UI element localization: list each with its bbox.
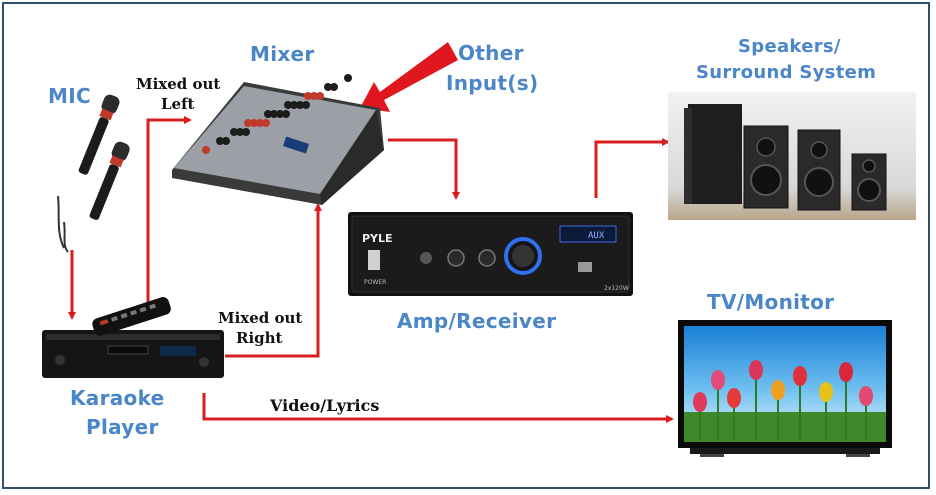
mic-label: MIC	[48, 84, 91, 108]
other-inputs-label-line1: Other	[458, 41, 524, 65]
mixer-knob	[256, 119, 264, 127]
mixer-knob	[316, 92, 324, 100]
mixed-out-right-label-line2: Right	[236, 329, 283, 347]
mixer-knob	[290, 101, 298, 109]
other-inputs-label-line2: Input(s)	[446, 71, 539, 95]
mixer-knob	[344, 74, 352, 82]
mixer-knob	[244, 119, 252, 127]
mixer-knob	[270, 110, 278, 118]
tv-monitor-device	[678, 320, 892, 457]
remote-control-icon	[92, 297, 171, 336]
mixed-out-left-label-line2: Left	[161, 95, 195, 113]
amplifier-device	[348, 212, 633, 296]
amp-power-label: POWER	[364, 279, 386, 286]
arrow-mixed-out-right	[225, 203, 322, 358]
flower-head	[859, 386, 873, 406]
arrow-video-lyrics	[202, 393, 674, 423]
mixer-knob	[230, 128, 238, 136]
flower-head	[839, 362, 853, 382]
mixer-knob	[242, 128, 250, 136]
mixer-knob	[276, 110, 284, 118]
mixer-knob	[250, 119, 258, 127]
mixer-knob	[264, 110, 272, 118]
mixer-knob	[304, 92, 312, 100]
speakers-label-line2: Surround System	[696, 62, 877, 83]
mixer-knob	[324, 83, 332, 91]
mixer-knob	[296, 101, 304, 109]
amp-display-text: AUX	[588, 231, 605, 241]
arrow-other-inputs	[360, 42, 458, 112]
amp-receiver-label: Amp/Receiver	[397, 309, 557, 333]
karaoke-label-line1: Karaoke	[70, 386, 165, 410]
flower-head	[749, 360, 763, 380]
diagram-frame	[2, 2, 930, 489]
mixer-knob	[236, 128, 244, 136]
mixer-knob	[262, 119, 270, 127]
mixer-device	[172, 82, 384, 205]
mixed-out-right-label-line1: Mixed out	[218, 309, 303, 327]
tv-flowers	[693, 360, 873, 440]
video-lyrics-label: Video/Lyrics	[270, 396, 380, 415]
mixed-out-left-label-line1: Mixed out	[136, 75, 221, 93]
mixer-knob	[202, 146, 210, 154]
flower-head	[727, 388, 741, 408]
mixer-knob	[302, 101, 310, 109]
speakers-label-line1: Speakers/	[738, 36, 841, 57]
mixer-knob	[330, 83, 338, 91]
karaoke-label-line2: Player	[86, 415, 159, 439]
speakers-photo	[668, 92, 916, 220]
flower-head	[711, 370, 725, 390]
mixer-knobs	[202, 74, 352, 154]
flower-head	[693, 392, 707, 412]
flower-head	[771, 380, 785, 400]
karaoke-player-device	[42, 330, 224, 378]
mixer-knob	[284, 101, 292, 109]
mixer-knob	[216, 137, 224, 145]
tv-monitor-label: TV/Monitor	[707, 290, 835, 314]
flower-head	[819, 382, 833, 402]
mixer-knob	[310, 92, 318, 100]
arrow-mixed-out-left	[146, 116, 192, 315]
microphone-icon	[57, 94, 130, 253]
mixer-label: Mixer	[250, 42, 315, 66]
flower-head	[793, 366, 807, 386]
arrow-mixer-to-amp	[388, 138, 460, 200]
arrow-amp-to-speakers	[594, 138, 670, 198]
amp-rating-label: 2x120W	[604, 285, 629, 292]
mixer-knob	[282, 110, 290, 118]
amp-brand-label: PYLE	[362, 232, 393, 245]
mixer-knob	[222, 137, 230, 145]
